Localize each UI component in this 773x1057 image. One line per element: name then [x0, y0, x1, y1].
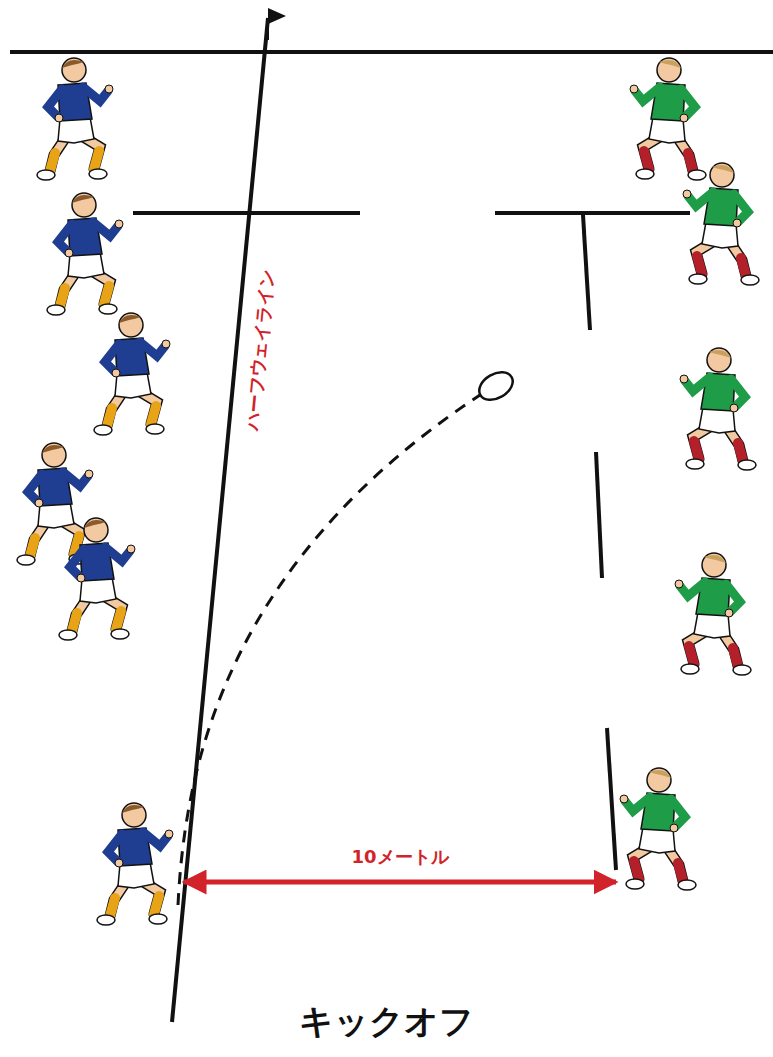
ball-trajectory	[178, 395, 480, 905]
green-player	[680, 348, 756, 470]
distance-arrow	[184, 880, 616, 885]
green-player	[620, 768, 696, 890]
kicker-player	[97, 803, 173, 925]
green-player	[675, 553, 751, 675]
green-player	[683, 163, 759, 285]
blue-player	[94, 313, 170, 435]
line-label: ハーフウェイライン	[240, 268, 279, 432]
ten-metre-line	[596, 452, 602, 578]
caption: キックオフ	[299, 999, 474, 1045]
blue-player	[59, 518, 135, 640]
five-metre-line	[495, 211, 690, 215]
rugby-ball	[474, 367, 517, 406]
five-metre-line	[133, 211, 360, 215]
blue-player	[37, 58, 113, 180]
green-player	[630, 58, 706, 180]
dimension-label: 10メートル	[347, 845, 452, 869]
blue-player	[47, 193, 123, 315]
ten-metre-line	[583, 215, 590, 330]
ten-metre-line	[607, 728, 616, 870]
flag	[268, 8, 286, 24]
halfway-line	[172, 18, 268, 1022]
touch-line	[10, 50, 773, 54]
